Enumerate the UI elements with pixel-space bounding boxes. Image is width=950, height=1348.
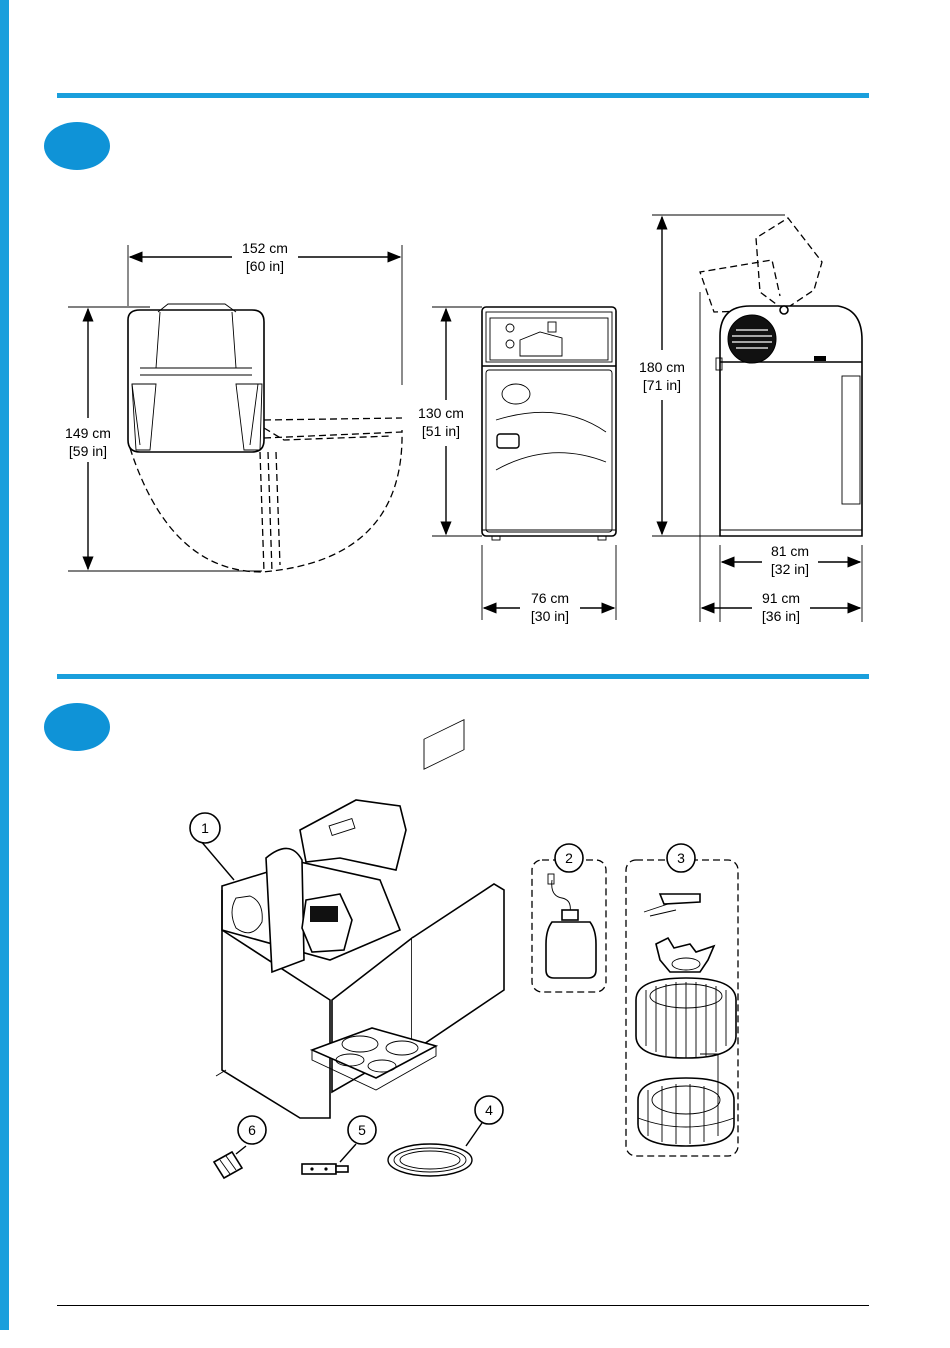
callout-1-label: 1 bbox=[201, 820, 209, 836]
connector-part bbox=[214, 1146, 246, 1178]
front-width-imperial: [30 in] bbox=[531, 608, 569, 624]
callout-2-label: 2 bbox=[565, 850, 573, 866]
side-height-imperial: [71 in] bbox=[643, 377, 681, 393]
dimensions-figure: 152 cm [60 in] 149 cm [59 in] 130 cm [51… bbox=[0, 200, 950, 640]
front-view-drawing: 130 cm [51 in] 76 cm [30 in] bbox=[418, 307, 616, 624]
callout-6-label: 6 bbox=[248, 1122, 256, 1138]
section-2-rule bbox=[57, 674, 869, 679]
side-depth-metric: 81 cm bbox=[771, 543, 809, 559]
section-2-badge bbox=[44, 703, 110, 751]
top-width-imperial: [60 in] bbox=[246, 258, 284, 274]
callout-4-label: 4 bbox=[485, 1102, 493, 1118]
analyzer-illustration bbox=[200, 720, 504, 1118]
side-total-depth-metric: 91 cm bbox=[762, 590, 800, 606]
tubing-coil bbox=[388, 1120, 484, 1176]
front-height-metric: 130 cm bbox=[418, 405, 464, 421]
front-height-imperial: [51 in] bbox=[422, 423, 460, 439]
top-view-drawing: 152 cm [60 in] 149 cm [59 in] bbox=[65, 240, 402, 572]
section-1-badge bbox=[44, 122, 110, 170]
side-total-depth-imperial: [36 in] bbox=[762, 608, 800, 624]
side-depth-imperial: [32 in] bbox=[771, 561, 809, 577]
section-1-rule bbox=[57, 93, 869, 98]
front-width-metric: 76 cm bbox=[531, 590, 569, 606]
footer-rule bbox=[57, 1305, 869, 1306]
top-width-metric: 152 cm bbox=[242, 240, 288, 256]
reagent-bottle-group bbox=[532, 860, 606, 992]
side-height-metric: 180 cm bbox=[639, 359, 685, 375]
callout-3-label: 3 bbox=[677, 850, 685, 866]
sampler-parts-group bbox=[626, 860, 738, 1156]
top-depth-metric: 149 cm bbox=[65, 425, 111, 441]
fitting-part bbox=[302, 1144, 356, 1174]
components-figure: 1 2 3 bbox=[0, 780, 950, 1200]
top-depth-imperial: [59 in] bbox=[69, 443, 107, 459]
callout-5-label: 5 bbox=[358, 1122, 366, 1138]
side-view-drawing: 180 cm [71 in] 81 cm [32 in] 91 cm [36 i… bbox=[639, 215, 862, 624]
